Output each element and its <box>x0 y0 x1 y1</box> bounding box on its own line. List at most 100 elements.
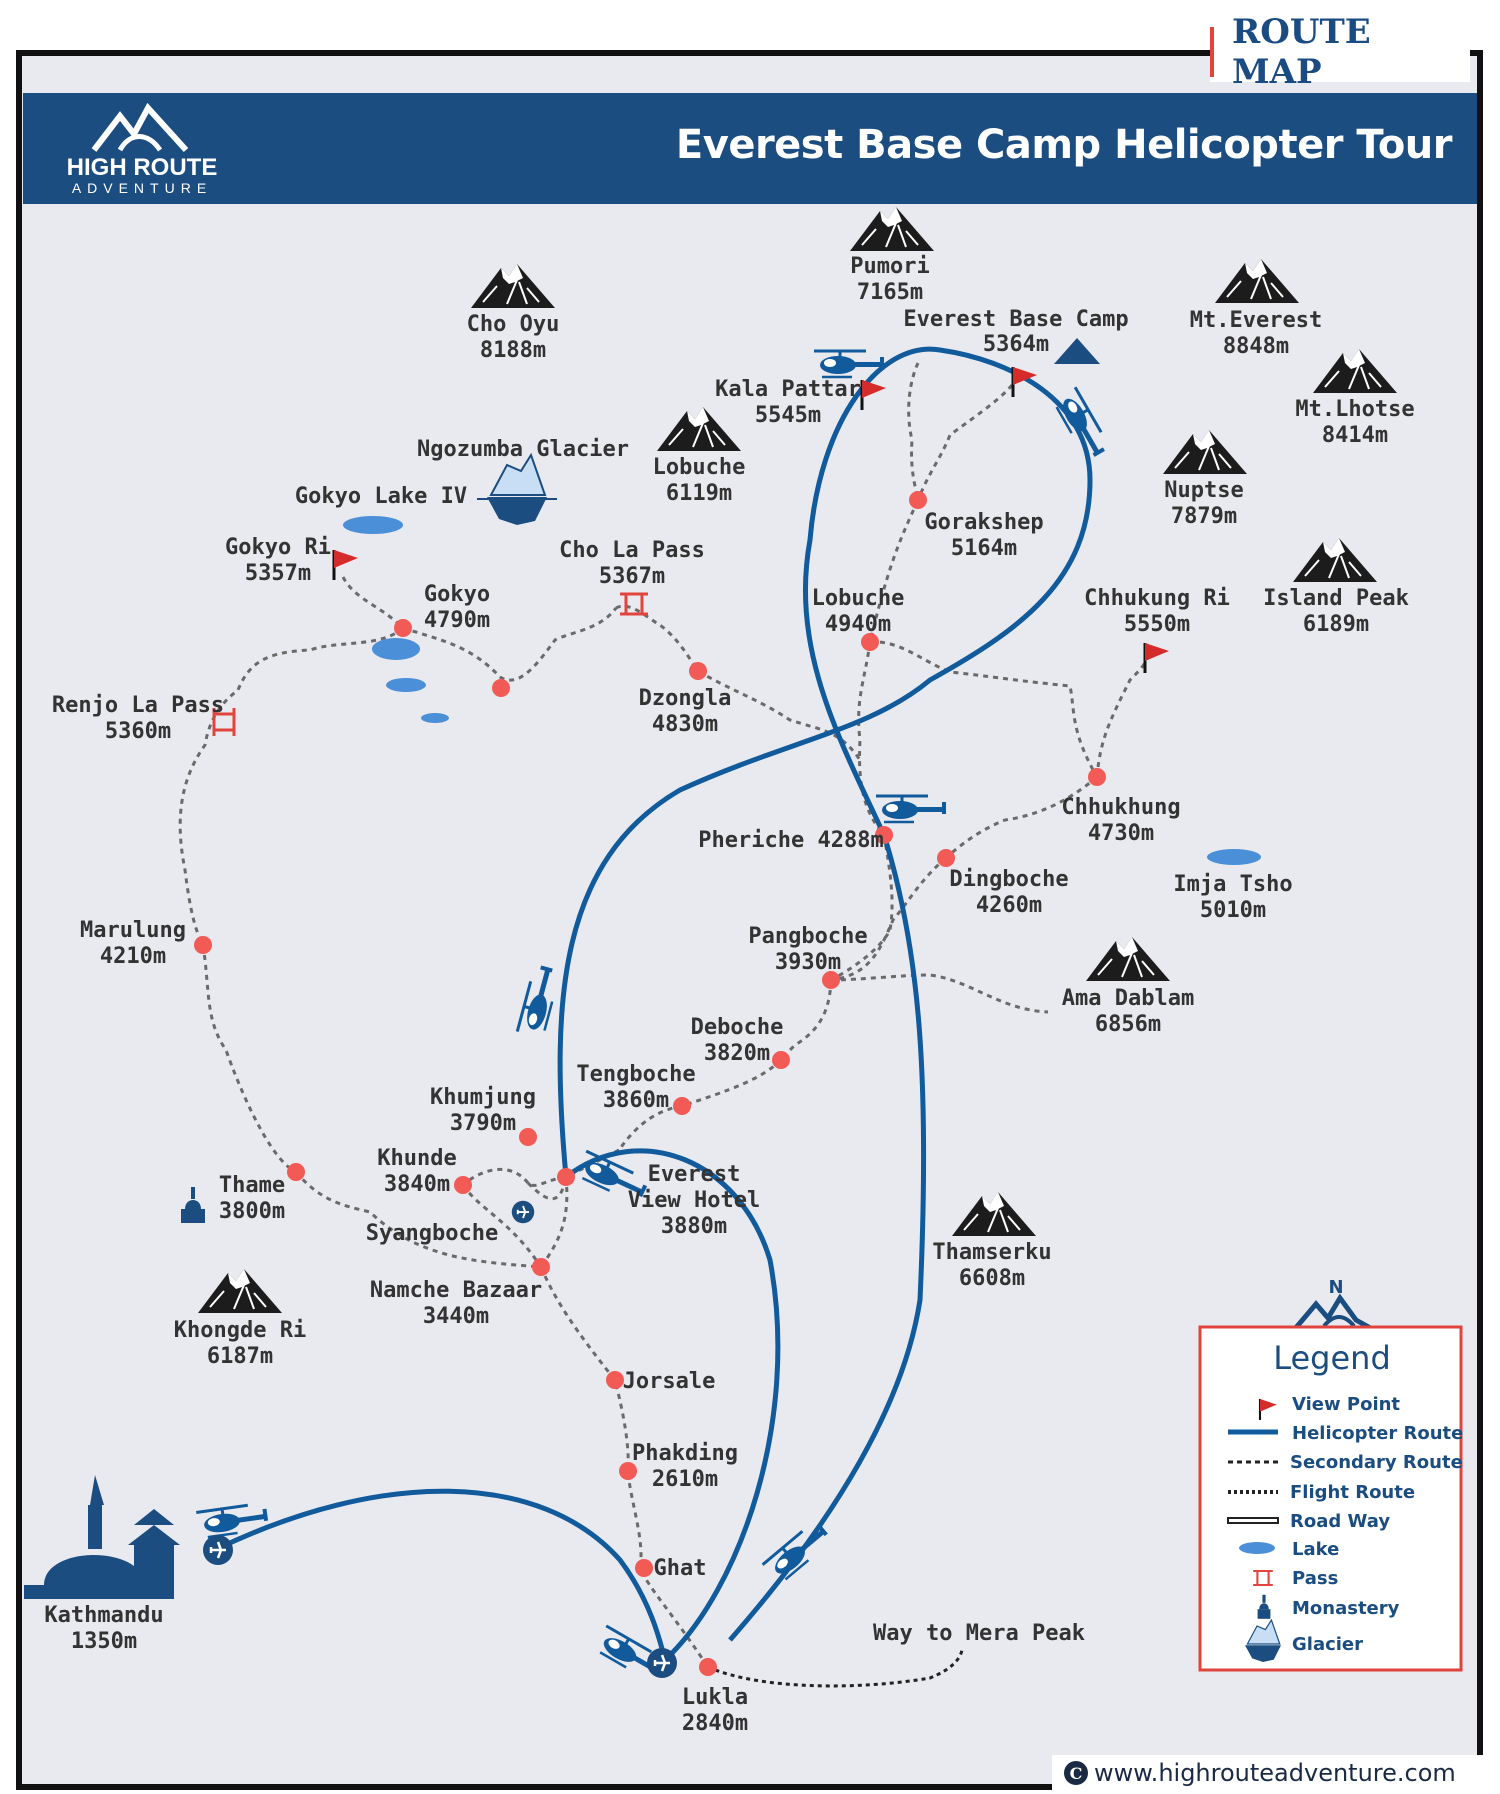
pangboche-elev: 3930m <box>775 950 841 975</box>
everest-elev: 8848m <box>1223 334 1289 359</box>
imja-tsho-label: Imja Tsho <box>1173 872 1292 897</box>
pangboche-label: Pangboche <box>748 924 867 949</box>
airport-icon-lukla <box>645 1646 679 1680</box>
lobuche-peak-label: Lobuche <box>653 455 746 480</box>
thamserku-elev: 6608m <box>959 1266 1025 1291</box>
mera-label: Way to Mera Peak <box>873 1621 1085 1646</box>
tag-divider <box>1210 27 1214 77</box>
syangboche-label: Syangboche <box>366 1221 498 1246</box>
legend-flight-route: Flight Route <box>1290 1482 1415 1503</box>
ama-dablam-label: Ama Dablam <box>1062 986 1194 1011</box>
namche-elev: 3440m <box>423 1304 489 1329</box>
khumjung-elev: 3790m <box>450 1111 516 1136</box>
cho-la-label: Cho La Pass <box>559 538 705 563</box>
khongde-ri-label: Khongde Ri <box>174 1318 306 1343</box>
khongde-ri-elev: 6187m <box>207 1344 273 1369</box>
legend-helicopter-route: Helicopter Route <box>1292 1423 1463 1444</box>
ama-dablam-elev: 6856m <box>1095 1012 1161 1037</box>
gokyo-elev: 4790m <box>424 608 490 633</box>
chhukung-ri-label: Chhukung Ri <box>1084 586 1230 611</box>
stop-labels: Gorakshep 5164m Lobuche 4940m Gokyo 4790… <box>44 510 1180 1736</box>
thame-elev: 3800m <box>219 1199 285 1224</box>
ebc-elev: 5364m <box>983 332 1049 357</box>
title-banner <box>23 93 1477 204</box>
island-peak-label: Island Peak <box>1263 586 1409 611</box>
airport-icon-kathmandu <box>201 1533 235 1567</box>
north-label: N <box>1328 1277 1343 1298</box>
website-link[interactable]: www.highrouteadventure.com <box>1094 1759 1456 1787</box>
everest-view-label-2: View Hotel <box>628 1188 760 1213</box>
glacier-icon <box>477 452 557 525</box>
gorakshep-elev: 5164m <box>951 536 1017 561</box>
lobuche-elev: 4940m <box>825 612 891 637</box>
chhukhung-elev: 4730m <box>1088 821 1154 846</box>
logo-text-sub: ADVENTURE <box>71 180 213 196</box>
renjo-la-label: Renjo La Pass <box>52 693 224 718</box>
glacier-label: Ngozumba Glacier <box>417 437 629 462</box>
route-map-tag-text: ROUTE MAP <box>1231 12 1371 92</box>
secondary-routes <box>178 362 1152 1668</box>
legend-road-way: Road Way <box>1290 1511 1390 1532</box>
renjo-la-elev: 5360m <box>105 719 171 744</box>
copyright-icon: C <box>1064 1761 1088 1785</box>
page-title: Everest Base Camp Helicopter Tour <box>675 122 1453 168</box>
route-map-tag: ROUTE MAP <box>1210 12 1470 92</box>
gorakshep-label: Gorakshep <box>924 510 1043 535</box>
nuptse-elev: 7879m <box>1171 504 1237 529</box>
dzongla-label: Dzongla <box>639 686 732 711</box>
gokyo-ri-elev: 5357m <box>245 561 311 586</box>
feature-labels: Everest Base Camp 5364m Kala Pattar 5545… <box>52 307 1293 1224</box>
logo-text-main: HIGH ROUTE <box>66 154 218 181</box>
thame-label: Thame <box>219 1173 285 1198</box>
thamserku-label: Thamserku <box>932 1240 1051 1265</box>
kathmandu-label: Kathmandu <box>44 1603 163 1628</box>
pumori-label: Pumori <box>850 254 929 279</box>
stop-dots <box>194 491 1106 1676</box>
tent-icon <box>1054 338 1100 364</box>
lakes <box>343 516 1261 865</box>
kala-pattar-elev: 5545m <box>755 403 821 428</box>
brand-logo: HIGH ROUTE ADVENTURE <box>55 102 225 197</box>
everest-view-elev: 3880m <box>661 1214 727 1239</box>
imja-tsho-elev: 5010m <box>1200 898 1266 923</box>
north-logo-icon <box>1292 1293 1376 1333</box>
lobuche-label: Lobuche <box>812 586 905 611</box>
khumjung-label: Khumjung <box>430 1085 536 1110</box>
island-peak-elev: 6189m <box>1303 612 1369 637</box>
monastery-icon <box>181 1187 205 1223</box>
gokyo-ri-label: Gokyo Ri <box>225 535 331 560</box>
tengboche-elev: 3860m <box>603 1088 669 1113</box>
everest-label: Mt.Everest <box>1190 308 1322 333</box>
legend-glacier: Glacier <box>1292 1634 1363 1655</box>
tengboche-label: Tengboche <box>576 1062 695 1087</box>
jorsale-label: Jorsale <box>623 1369 716 1394</box>
marulung-elev: 4210m <box>100 944 166 969</box>
phakding-elev: 2610m <box>652 1467 718 1492</box>
pass-icon-cho-la <box>618 592 650 616</box>
pheriche-label: Pheriche 4288m <box>698 828 883 853</box>
legend-view-point: View Point <box>1292 1394 1400 1415</box>
legend-monastery: Monastery <box>1292 1598 1400 1619</box>
cho-oyu-elev: 8188m <box>480 338 546 363</box>
chhukhung-label: Chhukhung <box>1061 795 1180 820</box>
nuptse-label: Nuptse <box>1164 478 1243 503</box>
dingboche-elev: 4260m <box>976 893 1042 918</box>
lobuche-peak-elev: 6119m <box>666 481 732 506</box>
legend-pass: Pass <box>1292 1568 1338 1589</box>
mountain-labels: Pumori 7165m Cho Oyu 8188m Mt.Everest 88… <box>174 254 1415 1369</box>
ebc-label: Everest Base Camp <box>903 307 1128 332</box>
way-to-mera-route <box>707 1649 964 1688</box>
lhotse-elev: 8414m <box>1322 423 1388 448</box>
kathmandu-elev: 1350m <box>71 1629 137 1654</box>
legend-secondary-route: Secondary Route <box>1290 1452 1463 1473</box>
pumori-elev: 7165m <box>857 280 923 305</box>
gokyo-lake-label: Gokyo Lake IV <box>295 484 467 509</box>
stupa-icon <box>24 1475 180 1599</box>
cho-la-elev: 5367m <box>599 564 665 589</box>
legend-title: Legend <box>1273 1339 1391 1377</box>
gokyo-label: Gokyo <box>424 582 490 607</box>
legend-lake: Lake <box>1292 1539 1339 1560</box>
marulung-label: Marulung <box>80 918 186 943</box>
